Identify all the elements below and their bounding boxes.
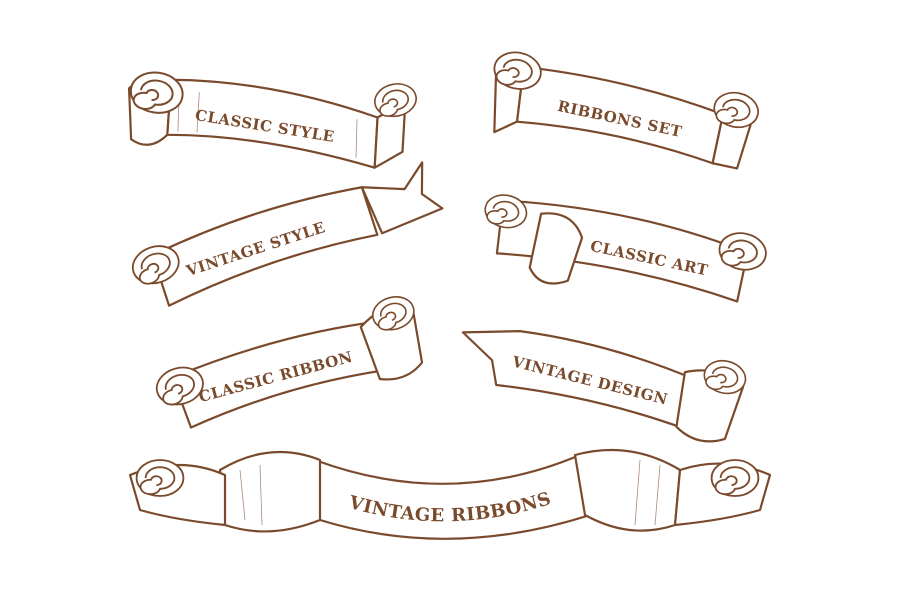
ribbon-vintage-style: VINTAGE STYLE [127, 161, 444, 307]
ribbon-vintage-ribbons: VINTAGE RIBBONS [128, 448, 772, 540]
ribbon-vintage-design: VINTAGE DESIGN [461, 330, 750, 443]
ribbon-classic-style: CLASSIC STYLE [126, 67, 420, 169]
ribbon-classic-art: CLASSIC ART [481, 190, 771, 303]
ribbon-ribbons-set: RIBBONS SET [490, 47, 763, 170]
ribbon-classic-ribbon: CLASSIC RIBBON [151, 291, 424, 429]
